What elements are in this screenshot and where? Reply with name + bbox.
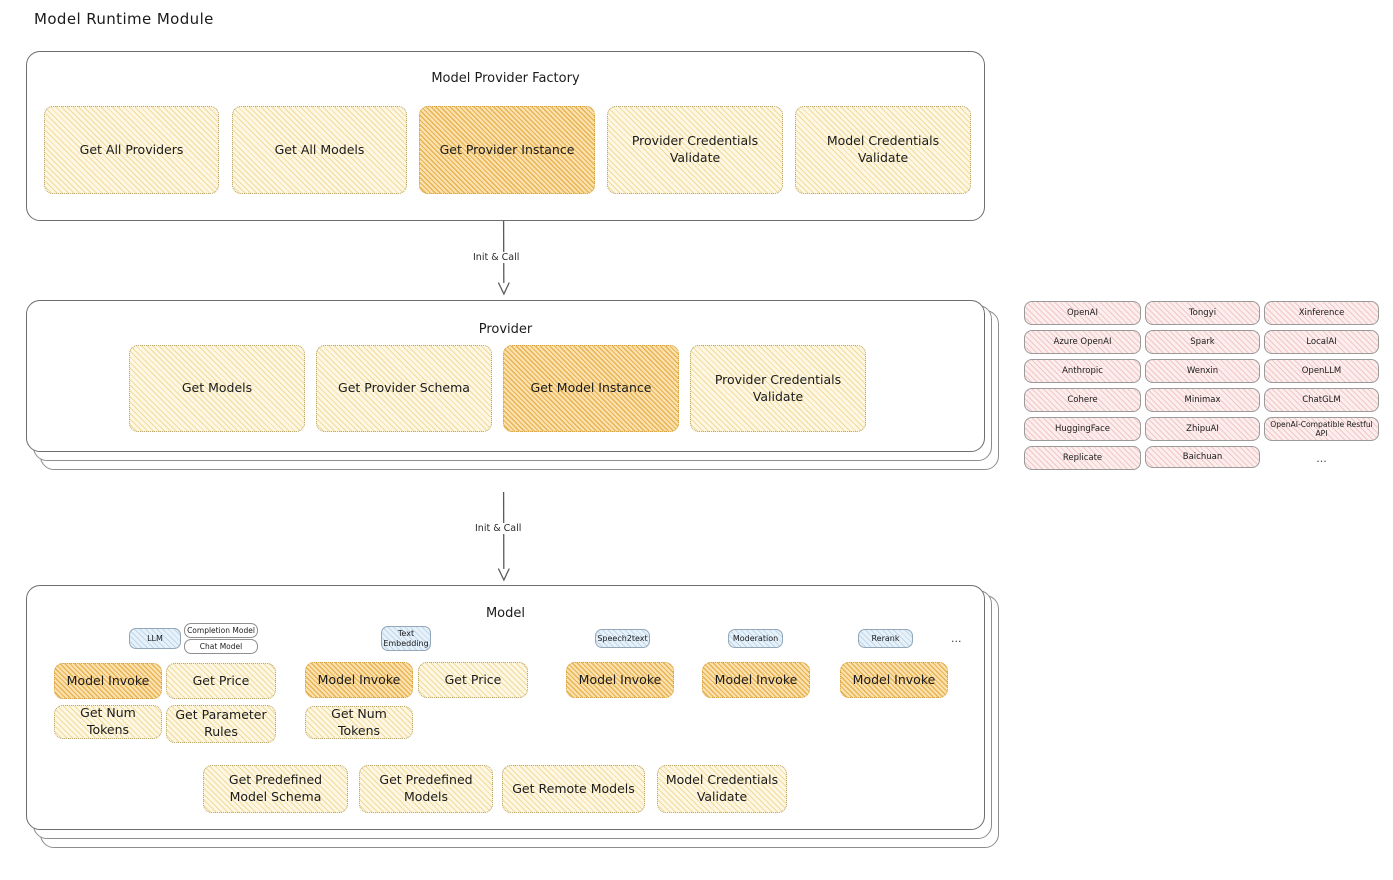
text-embedding-box-model-invoke[interactable]: Model Invoke: [305, 662, 413, 698]
provider-box-provider-credentials-validate[interactable]: Provider Credentials Validate: [690, 345, 866, 432]
provider-chip-openai[interactable]: OpenAI: [1024, 301, 1141, 325]
provider-chip-wenxin[interactable]: Wenxin: [1145, 359, 1260, 383]
provider-chip-baichuan[interactable]: Baichuan: [1145, 446, 1260, 468]
llm-box-get-price[interactable]: Get Price: [166, 663, 276, 699]
text-embedding-box-get-price[interactable]: Get Price: [418, 662, 528, 698]
provider-box-get-provider-schema[interactable]: Get Provider Schema: [316, 345, 492, 432]
provider-box-get-models[interactable]: Get Models: [129, 345, 305, 432]
factory-box-get-all-models[interactable]: Get All Models: [232, 106, 407, 194]
provider-chip-openllm[interactable]: OpenLLM: [1264, 359, 1379, 383]
model-type-tag-text-embedding[interactable]: Text Embedding: [381, 626, 431, 651]
model-box-get-remote-models[interactable]: Get Remote Models: [502, 765, 645, 813]
model-type-tag-llm[interactable]: LLM: [129, 628, 181, 649]
provider-chip-localai[interactable]: LocalAI: [1264, 330, 1379, 354]
provider-chip-huggingface[interactable]: HuggingFace: [1024, 417, 1141, 441]
provider-chip-azure-openai[interactable]: Azure OpenAI: [1024, 330, 1141, 354]
factory-box-provider-credentials-validate[interactable]: Provider Credentials Validate: [607, 106, 783, 194]
factory-box-get-all-providers[interactable]: Get All Providers: [44, 106, 219, 194]
model-box-model-credentials-validate[interactable]: Model Credentials Validate: [657, 765, 787, 813]
provider-chip-zhipuai[interactable]: ZhipuAI: [1145, 417, 1260, 441]
model-type-tag-speech2text[interactable]: Speech2text: [595, 629, 650, 648]
model-types-ellipsis: ...: [951, 632, 962, 645]
provider-chip-minimax[interactable]: Minimax: [1145, 388, 1260, 412]
factory-title: Model Provider Factory: [431, 71, 580, 86]
provider-chip-xinference[interactable]: Xinference: [1264, 301, 1379, 325]
rerank-box-model-invoke[interactable]: Model Invoke: [840, 662, 948, 698]
provider-chip-tongyi[interactable]: Tongyi: [1145, 301, 1260, 325]
factory-box-get-provider-instance[interactable]: Get Provider Instance: [419, 106, 595, 194]
model-box-get-predefined-models[interactable]: Get Predefined Models: [359, 765, 493, 813]
speech2text-box-model-invoke[interactable]: Model Invoke: [566, 662, 674, 698]
model-subtag-chat-model[interactable]: Chat Model: [184, 639, 258, 654]
provider-box-get-model-instance[interactable]: Get Model Instance: [503, 345, 679, 432]
provider-title: Provider: [478, 322, 533, 337]
provider-chip-replicate[interactable]: Replicate: [1024, 446, 1141, 470]
provider-chip-anthropic[interactable]: Anthropic: [1024, 359, 1141, 383]
moderation-box-model-invoke[interactable]: Model Invoke: [702, 662, 810, 698]
model-subtag-completion-model[interactable]: Completion Model: [184, 623, 258, 638]
provider-chip-openai-compatible-restful-api[interactable]: OpenAI-Compatible Restful API: [1264, 417, 1379, 441]
llm-box-get-num-tokens[interactable]: Get Num Tokens: [54, 705, 162, 739]
model-title: Model: [485, 606, 526, 621]
text-embedding-box-get-num-tokens[interactable]: Get Num Tokens: [305, 706, 413, 739]
model-box-get-predefined-model-schema[interactable]: Get Predefined Model Schema: [203, 765, 348, 813]
provider-chip-spark[interactable]: Spark: [1145, 330, 1260, 354]
factory-box-model-credentials-validate[interactable]: Model Credentials Validate: [795, 106, 971, 194]
provider-chip-cohere[interactable]: Cohere: [1024, 388, 1141, 412]
provider-chip-chatglm[interactable]: ChatGLM: [1264, 388, 1379, 412]
llm-box-model-invoke[interactable]: Model Invoke: [54, 663, 162, 699]
page-title: Model Runtime Module: [34, 10, 214, 28]
arrow-provider-to-model: [497, 491, 510, 582]
provider-list-ellipsis: ...: [1316, 452, 1327, 465]
model-type-tag-rerank[interactable]: Rerank: [858, 629, 913, 648]
model-type-tag-moderation[interactable]: Moderation: [728, 629, 783, 648]
arrow-label-init-call-1: Init & Call: [470, 252, 523, 263]
llm-box-get-parameter-rules[interactable]: Get Parameter Rules: [166, 705, 276, 743]
arrow-label-init-call-2: Init & Call: [472, 523, 525, 534]
